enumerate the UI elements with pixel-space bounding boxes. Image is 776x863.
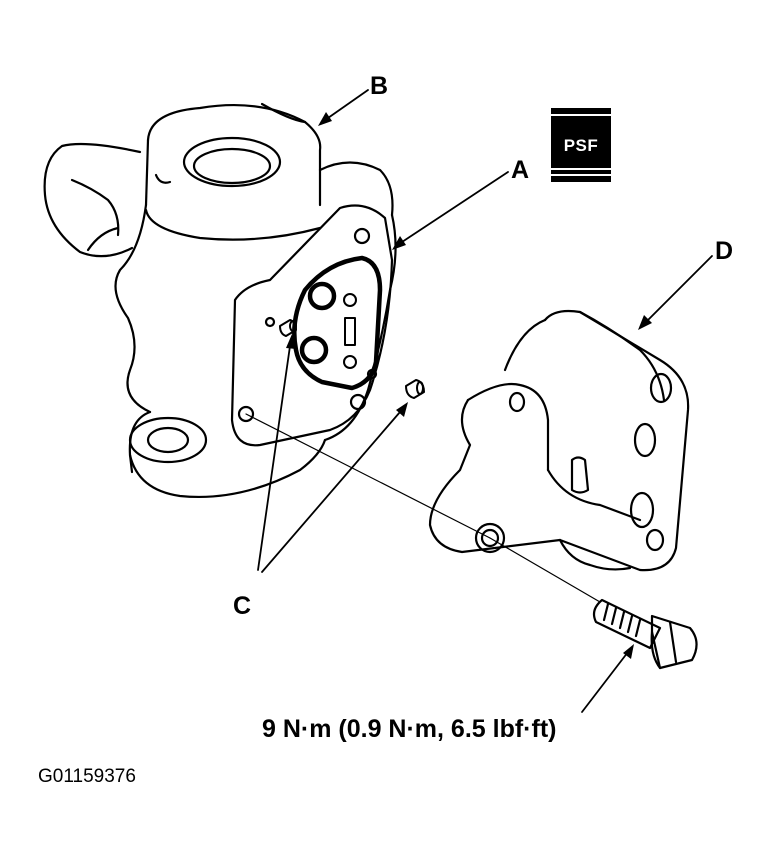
psf-badge-text: PSF [563, 136, 599, 155]
housing-bore [182, 136, 282, 188]
housing-neck [146, 103, 322, 207]
callout-label-a: A [511, 156, 530, 184]
gasket-a [292, 255, 383, 391]
dowel-pins [279, 319, 425, 399]
housing-body [114, 203, 152, 414]
component-d [428, 309, 690, 572]
callout-label-d: D [715, 237, 734, 265]
assembly-lines [245, 413, 601, 603]
badge-stripe-bottom-2 [551, 174, 611, 176]
housing-side-pipe [43, 142, 142, 258]
torque-specification: 9 N·m (0.9 N·m, 6.5 lbf·ft) [262, 715, 557, 743]
flange-bolt [592, 598, 698, 670]
valve-housing [43, 102, 397, 499]
figure-id: G01159376 [38, 766, 136, 787]
psf-badge: PSF [551, 108, 611, 182]
callout-arrows [257, 89, 713, 713]
housing-base [128, 410, 327, 499]
housing-mating-face [230, 204, 394, 447]
callout-label-c: C [233, 592, 252, 620]
badge-stripe-top [551, 114, 611, 116]
badge-stripe-bottom [551, 168, 611, 170]
callout-label-b: B [370, 72, 389, 100]
